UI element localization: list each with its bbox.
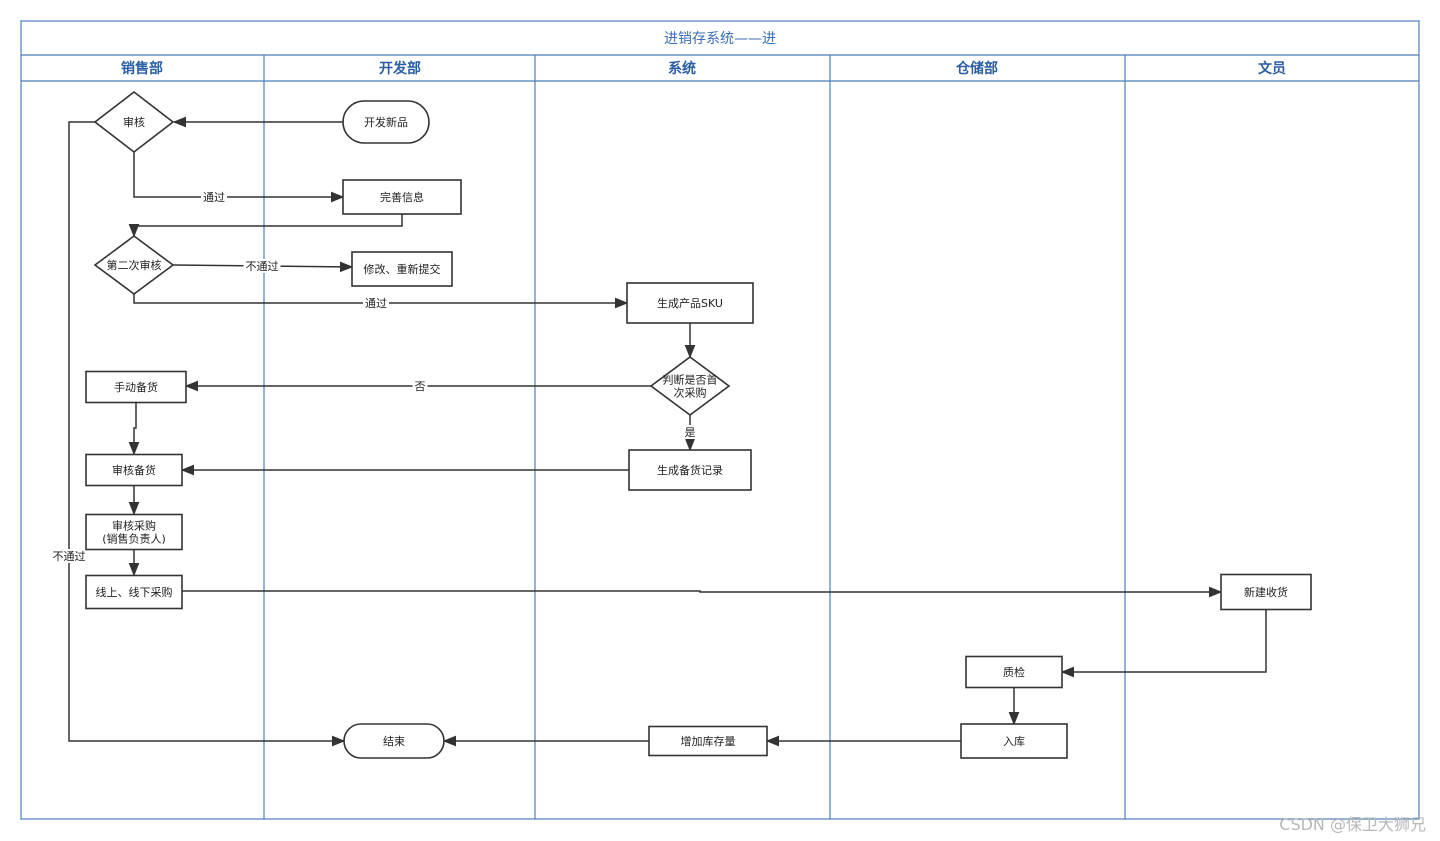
node-label: 增加库存量 (681, 734, 736, 748)
node-qc: 质检 (965, 655, 1063, 689)
decision-diamond (649, 356, 731, 416)
node-label: 修改、重新提交 (364, 262, 441, 276)
node-label: 审核采购 (112, 519, 156, 533)
node-label: 入库 (1003, 735, 1025, 748)
edge-review-to-complete_info (133, 152, 345, 203)
pool-frame (20, 20, 1420, 820)
node-end: 结束 (343, 723, 445, 759)
node-new-product: 开发新品 (342, 100, 430, 144)
process-box (85, 574, 183, 610)
edge-second_review-to-gen_sku (133, 294, 629, 309)
node-complete-info: 完善信息 (342, 179, 462, 215)
node-label: 线上、线下采购 (96, 585, 173, 599)
decision-diamond (93, 235, 175, 295)
node-review: 审核 (93, 90, 175, 154)
edge-label: 不通过 (53, 550, 86, 563)
node-review-stock: 审核备货 (85, 453, 183, 487)
decision-diamond (93, 90, 175, 154)
watermark: CSDN @保卫大狮兄 (1279, 815, 1426, 834)
process-box (85, 370, 187, 404)
edge-complete_info-to-second_review (128, 214, 403, 238)
node-modify-resubmit: 修改、重新提交 (351, 251, 453, 287)
edge-label: 不通过 (246, 260, 279, 273)
edge-label-background (412, 379, 428, 393)
node-new-receipt: 新建收货 (1220, 573, 1312, 611)
node-label: 结束 (383, 735, 405, 748)
node-gen-stock-record: 生成备货记录 (628, 449, 752, 491)
process-box (626, 282, 754, 324)
edge-label: 是 (685, 426, 696, 439)
lane-title-system: 系统 (668, 60, 696, 77)
node-label: 新建收货 (1244, 585, 1288, 599)
node-second-review: 第二次审核 (93, 235, 175, 295)
node-label: 生成备货记录 (657, 463, 723, 477)
edge-review-to-end (68, 121, 346, 747)
terminal-shape (342, 100, 430, 144)
node-label: 生成产品SKU (657, 296, 723, 310)
edge-label: 否 (415, 380, 426, 393)
node-purchase: 线上、线下采购 (85, 574, 183, 610)
process-box (85, 513, 183, 551)
process-box (351, 251, 453, 287)
process-box (342, 179, 462, 215)
lane-title-dev: 开发部 (379, 60, 421, 77)
lane-headers: 销售部 开发部 系统 仓储部 文员 (121, 60, 1286, 77)
edge-purchase-to-new_receipt (182, 586, 1223, 598)
process-box (648, 725, 768, 757)
node-manual-stock: 手动备货 (85, 370, 187, 404)
edge-label-background (50, 549, 88, 563)
node-inbound: 入库 (960, 723, 1068, 759)
process-box (85, 453, 183, 487)
node-label: 第二次审核 (107, 258, 162, 272)
lane-title-sales: 销售部 (121, 60, 163, 77)
node-label: 质检 (1003, 665, 1025, 679)
node-increase-stock: 增加库存量 (648, 725, 768, 757)
node-label: (销售负责人) (102, 532, 166, 546)
node-label: 审核 (123, 115, 145, 129)
process-box (628, 449, 752, 491)
process-box (960, 723, 1068, 759)
diagram-title: 进销存系统——进 (664, 31, 776, 47)
lane-title-warehouse: 仓储部 (955, 60, 998, 77)
lane-title-clerk: 文员 (1258, 60, 1286, 77)
node-label: 开发新品 (364, 115, 408, 129)
edge-label: 通过 (203, 191, 225, 204)
edge-label: 通过 (365, 297, 387, 310)
node-review-purchase: 审核采购(销售负责人) (85, 513, 183, 551)
node-label: 判断是否首 (663, 373, 718, 387)
process-box (965, 655, 1063, 689)
edge-label-background (363, 296, 389, 310)
edge-manual_stock-to-review_stock (128, 403, 140, 456)
edge-label-background (682, 425, 698, 439)
node-label: 审核备货 (112, 463, 156, 477)
node-label: 完善信息 (380, 190, 424, 204)
node-label: 手动备货 (114, 380, 158, 394)
edge-new_receipt-to-qc (1060, 610, 1267, 678)
node-label: 次采购 (674, 386, 707, 400)
edge-label-background (243, 259, 281, 273)
terminal-shape (343, 723, 445, 759)
node-gen-sku: 生成产品SKU (626, 282, 754, 324)
edge-label-background (201, 190, 227, 204)
process-box (1220, 573, 1312, 611)
